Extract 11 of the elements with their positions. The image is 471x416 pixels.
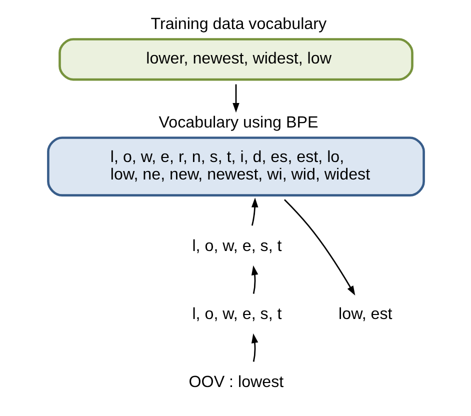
node-text: l, o, w, e, s, t — [192, 236, 282, 255]
node-text: OOV : lowest — [188, 372, 284, 391]
arrow — [250, 333, 258, 362]
arrow — [250, 198, 258, 226]
node-label: Vocabulary using BPE — [158, 114, 318, 132]
arrow — [284, 199, 355, 296]
node-label: Training data vocabulary — [150, 15, 326, 34]
arrow — [232, 84, 239, 113]
node-text: l, o, w, e, s, t — [192, 304, 282, 323]
node-text: low, est — [338, 304, 392, 323]
arrow — [250, 265, 258, 294]
